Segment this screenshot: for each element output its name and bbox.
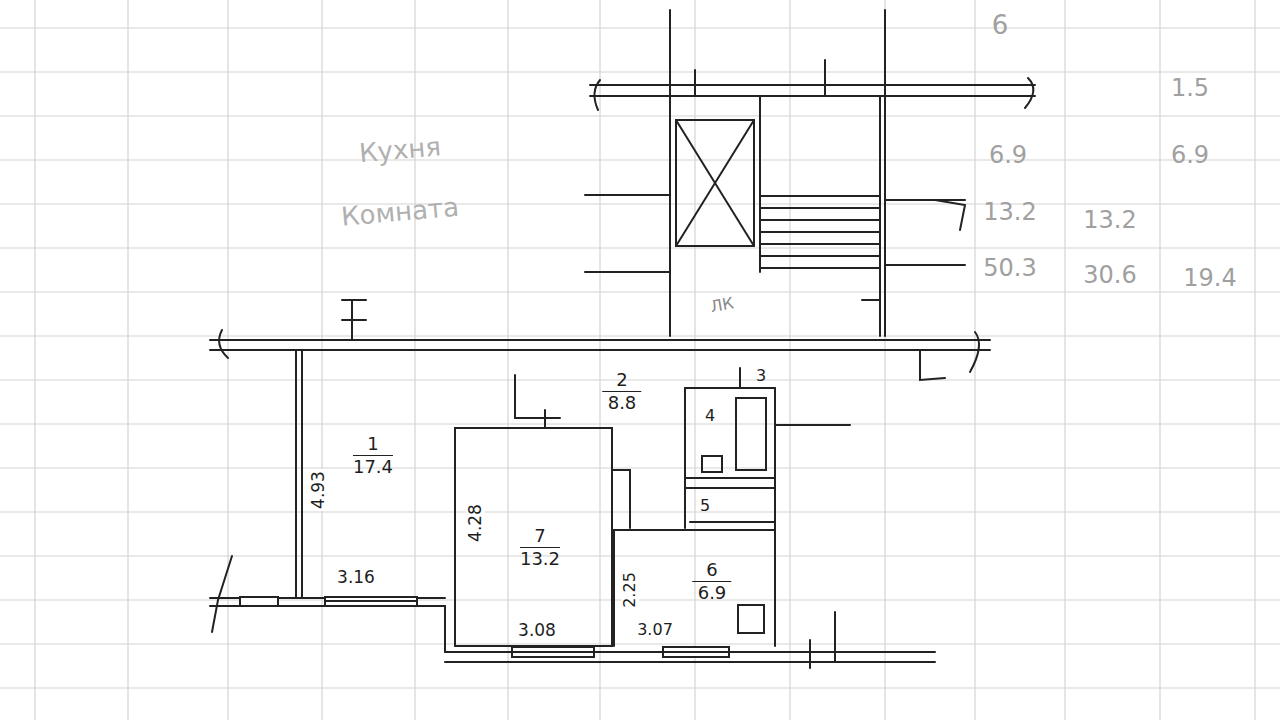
dimension-label: 3.08: [516, 621, 558, 640]
room-number: 5: [700, 495, 710, 517]
room-area: 17.4: [353, 456, 393, 478]
dimension-label: 4.28: [466, 502, 485, 544]
room-number: 7: [520, 526, 559, 548]
room-label: 117.4: [353, 434, 393, 478]
room: 3: [748, 356, 774, 386]
dimension-label: 4.93: [309, 469, 328, 511]
room-label: 713.2: [520, 526, 560, 570]
room-label: 5: [700, 495, 710, 517]
faded-note: 13.2: [983, 199, 1036, 225]
room-label: 28.8: [602, 370, 641, 414]
dimension-label: 3.16: [335, 568, 377, 587]
room: 5: [690, 490, 720, 520]
room-number: 1: [353, 434, 392, 456]
faded-note: 6.9: [1171, 142, 1209, 168]
room-number: 2: [602, 370, 641, 392]
room: 28.8: [516, 352, 684, 416]
room-area: 13.2: [520, 548, 560, 570]
dimension-label: 2.25: [621, 570, 639, 610]
faded-note: 30.6: [1083, 262, 1136, 288]
room-number: 4: [705, 405, 715, 427]
room: 4: [690, 400, 734, 434]
faded-note: Комната: [340, 193, 460, 232]
faded-note: 13.2: [1083, 207, 1136, 233]
walls: [210, 10, 1035, 668]
faded-note: 19.4: [1183, 265, 1236, 291]
dimension-label: 3.07: [635, 621, 675, 639]
room-label: 3: [756, 365, 766, 387]
faded-note: 6: [992, 11, 1009, 40]
room-label: 66.9: [692, 560, 731, 604]
faded-note: 6.9: [989, 142, 1027, 168]
room-label: 4: [705, 405, 715, 427]
room-area: 8.8: [608, 392, 637, 414]
faded-note: Кухня: [358, 132, 442, 168]
room-number: 3: [756, 365, 766, 387]
room-number: 6: [692, 560, 731, 582]
faded-note: 1.5: [1171, 75, 1209, 101]
faded-note: 50.3: [983, 255, 1036, 281]
room-area: 6.9: [698, 582, 727, 604]
faded-note: ЛК: [709, 294, 735, 315]
